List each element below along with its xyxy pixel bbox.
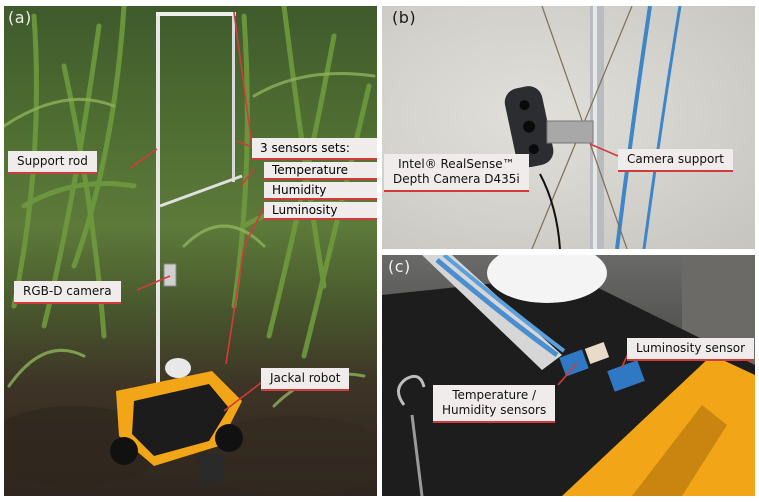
sensor-set-luminosity: Luminosity (264, 202, 377, 220)
sensor-set-temperature: Temperature (264, 162, 377, 180)
panel-b-scene (501, 6, 682, 249)
panel-c-label: (c) (388, 257, 411, 276)
temperature-humidity-line2: Humidity sensors (442, 403, 547, 417)
temperature-humidity-line1: Temperature / (452, 388, 537, 402)
camera-support-callout: Camera support (618, 149, 733, 172)
jackal-robot-callout: Jackal robot (261, 368, 350, 391)
luminosity-sensor-callout: Luminosity sensor (627, 338, 755, 361)
panel-a-scene (4, 6, 377, 496)
realsense-camera-callout: Intel® RealSense™ Depth Camera D435i (384, 154, 529, 192)
realsense-camera-line2: Depth Camera D435i (393, 172, 520, 186)
sensor-set-humidity: Humidity (264, 182, 377, 200)
panel-b-label: (b) (392, 8, 417, 27)
sensor-sets-callout: 3 sensors sets: Temperature Humidity Lum… (252, 138, 377, 220)
support-rod-callout: Support rod (8, 151, 97, 174)
rgbd-camera-callout: RGB-D camera (14, 281, 121, 304)
panel-c-scene (382, 255, 755, 496)
panel-c-robot-closeup: (c) Luminosity sensor Temperature / Humi… (382, 255, 755, 496)
panel-a-field-photo: (a) Support rod RGB-D camera Jackal robo… (4, 6, 377, 496)
panel-a-label: (a) (8, 8, 32, 27)
sensor-sets-title: 3 sensors sets: (252, 138, 377, 160)
temperature-humidity-callout: Temperature / Humidity sensors (433, 385, 556, 423)
panel-b-camera-photo: (b) Intel® RealSense™ Depth Camera D435i… (382, 6, 755, 249)
realsense-camera-line1: Intel® RealSense™ (398, 157, 515, 171)
